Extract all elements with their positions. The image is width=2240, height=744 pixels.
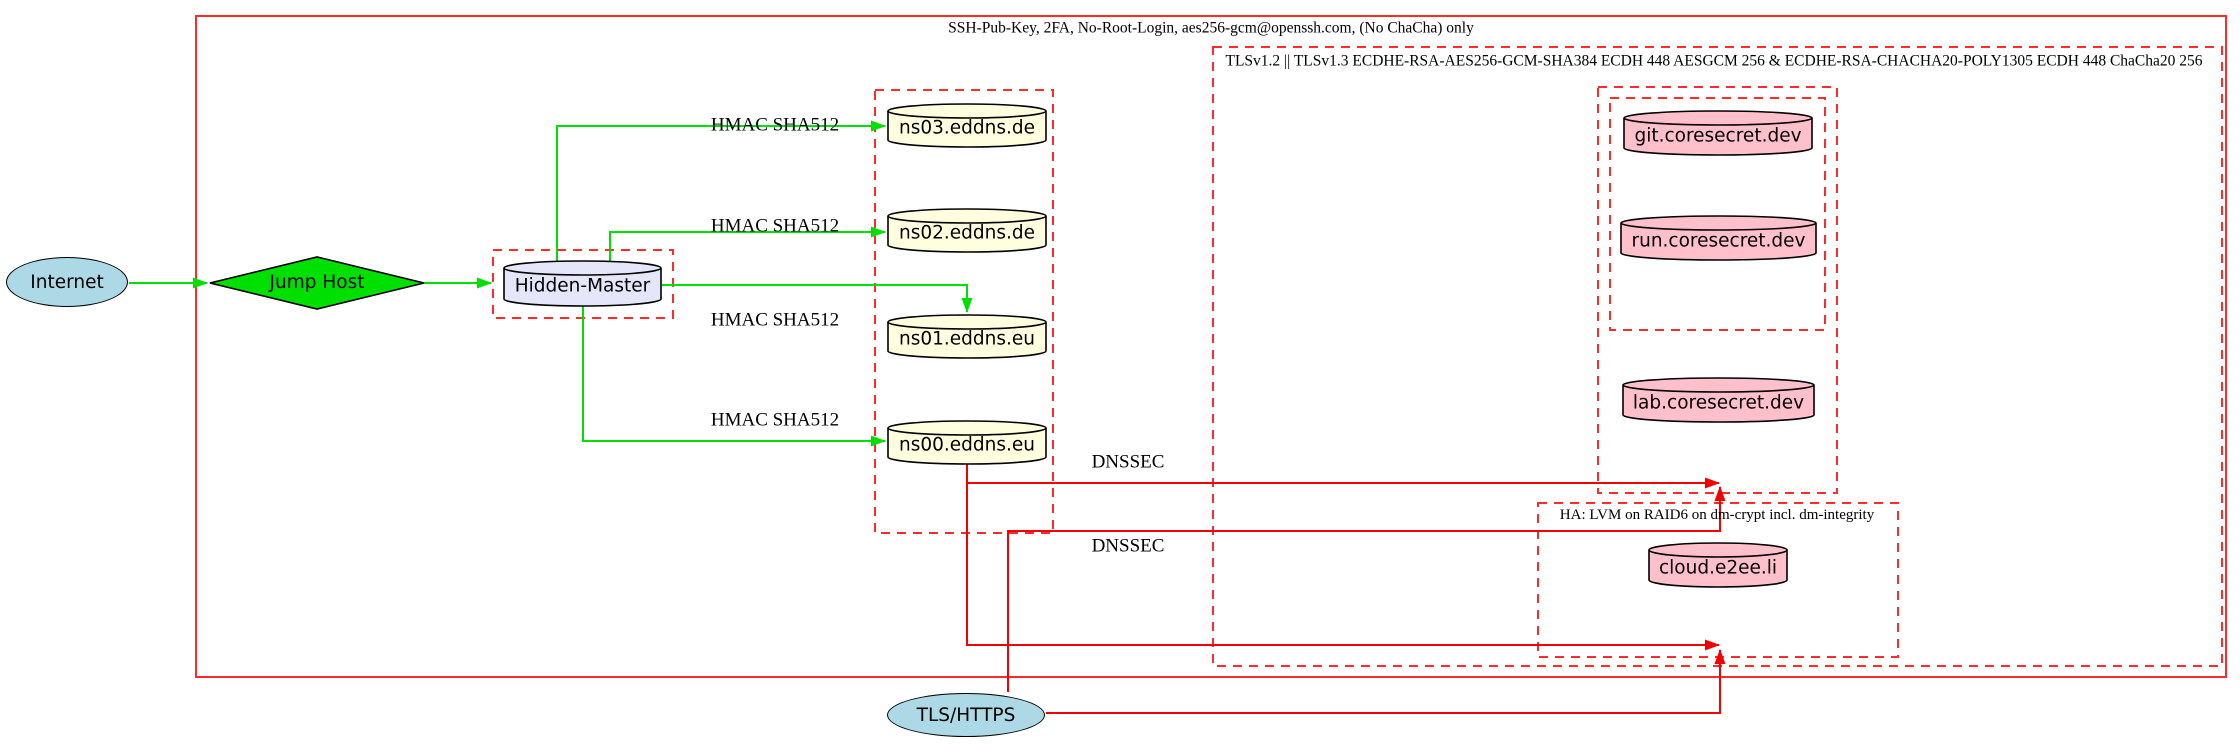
edge-label-dnssec-2: DNSSEC bbox=[1091, 535, 1165, 557]
hidden-master-node: Hidden-Master bbox=[503, 260, 662, 307]
run-label: run.coresecret.dev bbox=[1631, 230, 1806, 252]
edge-hiddenmaster-ns03 bbox=[556, 120, 886, 262]
cluster-ssh-label: SSH-Pub-Key, 2FA, No-Root-Login, aes256-… bbox=[948, 19, 1474, 37]
edge-tlshttps-coresecret bbox=[1007, 486, 1726, 692]
edge-hiddenmaster-ns00 bbox=[582, 306, 886, 447]
internet-label: Internet bbox=[30, 271, 104, 293]
edge-hiddenmaster-ns01 bbox=[662, 284, 973, 313]
git-node: git.coresecret.dev bbox=[1623, 110, 1813, 156]
tls-https-label: TLS/HTTPS bbox=[916, 704, 1016, 726]
edge-tlshttps-ha bbox=[1046, 649, 1726, 714]
cloud-label: cloud.e2ee.li bbox=[1658, 557, 1778, 579]
cluster-eddns-box bbox=[874, 89, 1054, 534]
ns00-node: ns00.eddns.eu bbox=[887, 420, 1047, 465]
internet-node: Internet bbox=[6, 257, 128, 307]
edge-label-hmac-ns00: HMAC SHA512 bbox=[710, 409, 840, 431]
edge-label-dnssec-1: DNSSEC bbox=[1091, 451, 1165, 473]
edge-label-hmac-ns02: HMAC SHA512 bbox=[710, 215, 840, 237]
git-label: git.coresecret.dev bbox=[1634, 125, 1802, 147]
ns01-node: ns01.eddns.eu bbox=[887, 314, 1047, 359]
lab-node: lab.coresecret.dev bbox=[1622, 377, 1815, 423]
cluster-tls-box bbox=[1212, 46, 2223, 667]
ns03-label: ns03.eddns.de bbox=[898, 117, 1036, 139]
cluster-ssh-box bbox=[195, 15, 2227, 678]
ns02-label: ns02.eddns.de bbox=[898, 222, 1036, 244]
ns00-label: ns00.eddns.eu bbox=[898, 434, 1035, 456]
edge-label-hmac-ns03: HMAC SHA512 bbox=[710, 114, 840, 136]
cluster-tls-label: TLSv1.2 || TLSv1.3 ECDHE-RSA-AES256-GCM-… bbox=[1225, 52, 2203, 70]
ns03-node: ns03.eddns.de bbox=[887, 103, 1047, 148]
ns01-label: ns01.eddns.eu bbox=[898, 328, 1035, 350]
cluster-coresecret-outer-box bbox=[1597, 86, 1838, 494]
jump-host-label: Jump Host bbox=[269, 271, 365, 293]
edge-ns00-coresecret-dnssec bbox=[966, 464, 1720, 489]
lab-label: lab.coresecret.dev bbox=[1632, 392, 1805, 414]
tls-https-node: TLS/HTTPS bbox=[887, 693, 1045, 737]
cloud-node: cloud.e2ee.li bbox=[1648, 542, 1788, 588]
edge-label-hmac-ns01: HMAC SHA512 bbox=[710, 309, 840, 331]
jump-host-shape bbox=[209, 256, 425, 310]
edge-hiddenmaster-ns02 bbox=[609, 226, 886, 262]
edge-ns00-ha-dnssec bbox=[966, 483, 1720, 651]
ns02-node: ns02.eddns.de bbox=[887, 208, 1047, 253]
run-node: run.coresecret.dev bbox=[1620, 215, 1817, 261]
hidden-master-label: Hidden-Master bbox=[514, 275, 651, 297]
cluster-ha-label: HA: LVM on RAID6 on dm-crypt incl. dm-in… bbox=[1559, 506, 1875, 523]
